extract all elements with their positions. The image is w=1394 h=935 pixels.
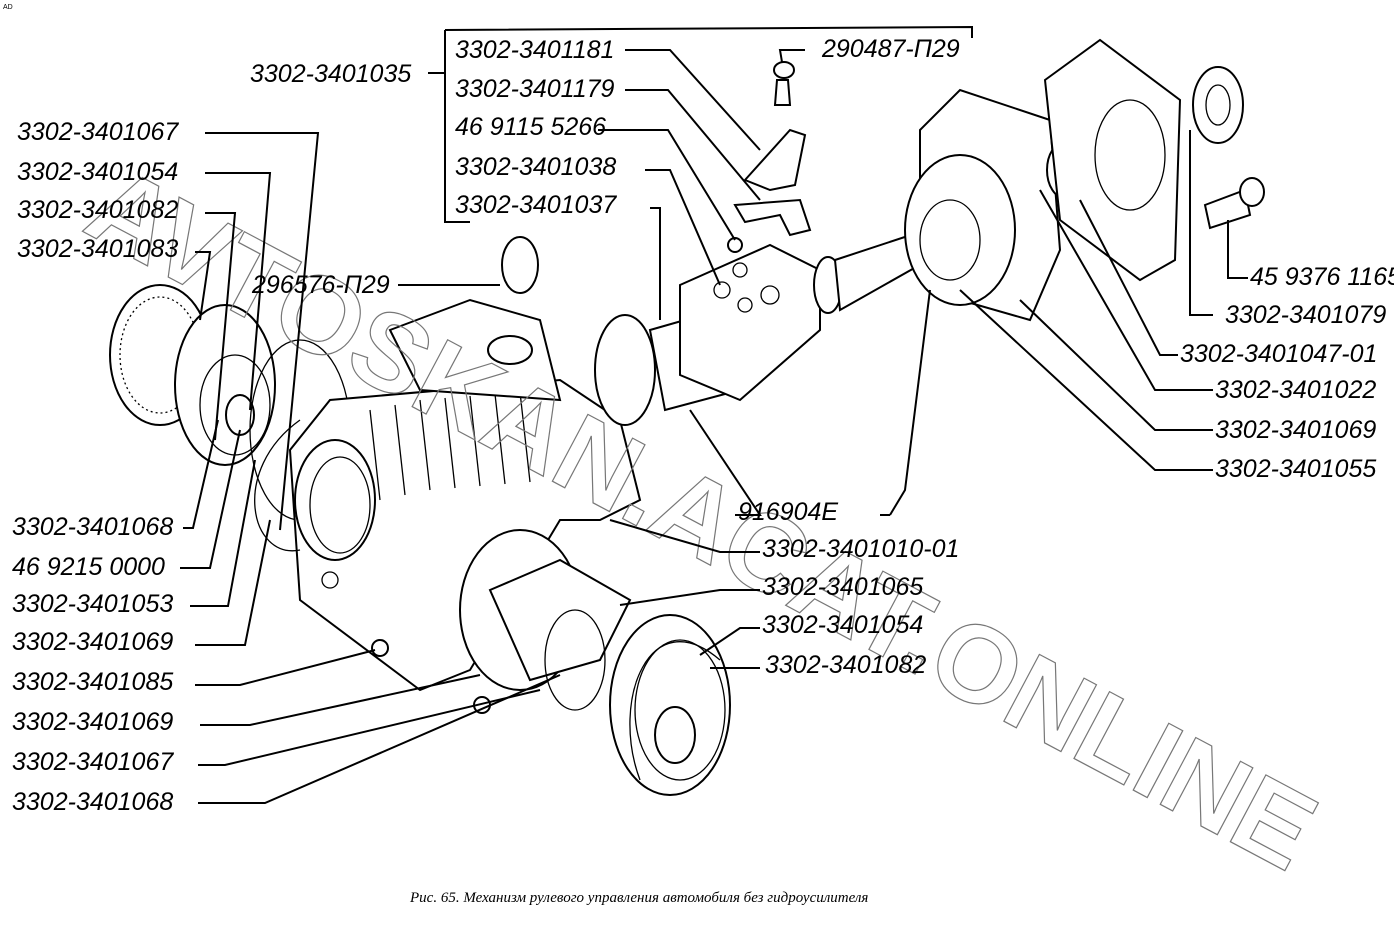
snap-ring <box>254 419 301 552</box>
label: 3302-3401047-01 <box>1180 340 1377 368</box>
leader-lines <box>180 25 1248 804</box>
part-labels: 3302-3401035 3302-3401181 3302-3401179 4… <box>12 35 1394 816</box>
label: 296576-П29 <box>251 271 390 299</box>
parts-drawing <box>109 38 1265 796</box>
label: 3302-3401085 <box>12 668 173 696</box>
label: 3302-3401069 <box>12 628 173 656</box>
label: 3302-3401082 <box>17 196 178 224</box>
label: 3302-3401067 <box>17 118 179 146</box>
label: 3302-3401010-01 <box>762 535 959 563</box>
label: 3302-3401054 <box>762 611 923 639</box>
label: 3302-3401065 <box>762 573 923 601</box>
label: 45 9376 1165 <box>1250 263 1394 291</box>
label: 3302-3401079 <box>1225 301 1386 329</box>
right-cover <box>904 38 1265 322</box>
label: 3302-3401068 <box>12 788 173 816</box>
label: 3302-3401055 <box>1215 455 1376 483</box>
label: 3302-3401037 <box>455 191 617 219</box>
housing <box>288 298 642 692</box>
worm-shaft <box>501 61 927 426</box>
label: 3302-3401068 <box>12 513 173 541</box>
label: 290487-П29 <box>821 35 960 63</box>
sector-shaft <box>371 529 731 796</box>
corner-mark: AD <box>3 4 13 11</box>
label: 3302-3401083 <box>17 235 178 263</box>
label-group-bracket: 3302-3401035 <box>250 60 411 88</box>
label: 3302-3401038 <box>455 153 616 181</box>
figure-caption: Рис. 65. Механизм рулевого управления ав… <box>409 890 868 906</box>
label: 3302-3401067 <box>12 748 174 776</box>
label: 3302-3401181 <box>455 36 614 64</box>
label: 916904E <box>738 498 838 526</box>
label: 3302-3401179 <box>455 75 615 103</box>
label: 46 9215 0000 <box>12 553 165 581</box>
snap-ring <box>629 641 721 781</box>
label: 3302-3401022 <box>1215 376 1376 404</box>
label: 3302-3401082 <box>765 651 926 679</box>
label: 46 9115 5266 <box>455 113 606 141</box>
label: 3302-3401069 <box>12 708 173 736</box>
label: 3302-3401054 <box>17 158 178 186</box>
label: 3302-3401069 <box>1215 416 1376 444</box>
label: 3302-3401053 <box>12 590 173 618</box>
